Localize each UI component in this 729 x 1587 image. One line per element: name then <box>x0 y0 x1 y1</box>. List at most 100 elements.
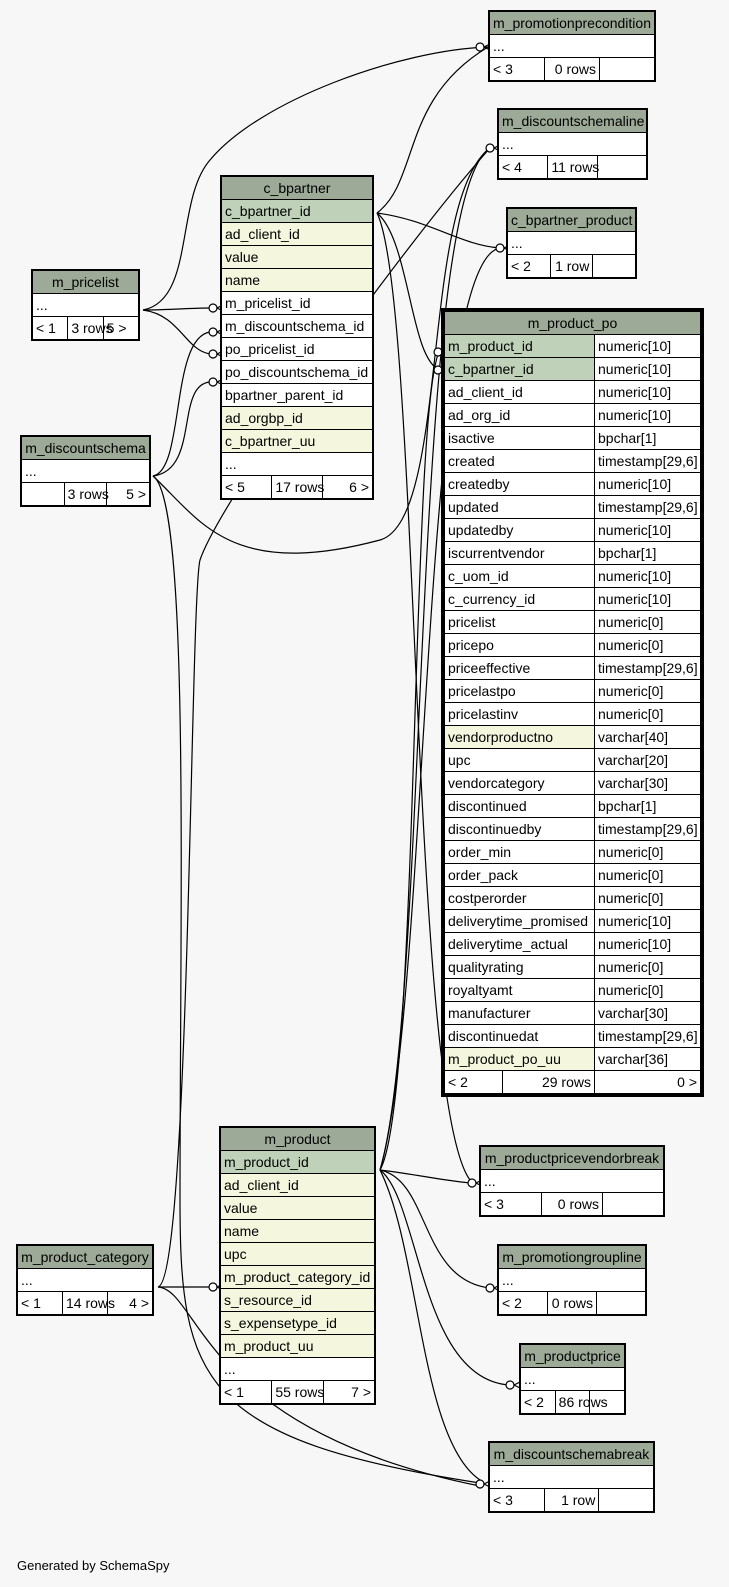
table-title[interactable]: c_bpartner_product <box>507 208 636 232</box>
edge-prod-productpo <box>379 349 441 1171</box>
stat-parents: < 2 <box>520 1390 556 1414</box>
stat-rows: 14 rows <box>62 1291 115 1315</box>
column-type: numeric[10] <box>594 932 701 956</box>
table-m_productprice[interactable]: m_productprice ... < 2 86 rows <box>519 1343 626 1415</box>
column-cell: c_bpartner_id <box>221 199 373 223</box>
table-m_product_category[interactable]: m_product_category ... < 1 14 rows 4 > <box>16 1244 154 1316</box>
column-type: numeric[0] <box>594 633 701 657</box>
column-cell: s_expensetype_id <box>220 1311 375 1335</box>
column-cell: ... <box>489 34 655 58</box>
table-title[interactable]: m_pricelist <box>32 270 139 294</box>
column-type: timestamp[29,6] <box>594 656 701 680</box>
column-type: numeric[10] <box>594 587 701 611</box>
edge-bp-vendorbreak <box>376 212 471 1181</box>
table-m_productpricevendorbreak[interactable]: m_productpricevendorbreak ... < 3 0 rows <box>479 1145 665 1217</box>
column-type: numeric[0] <box>594 863 701 887</box>
stat-parents: < 5 <box>220 475 273 499</box>
edge-prod-dsline <box>379 147 491 1171</box>
table-title[interactable]: m_product_po <box>444 311 701 335</box>
stat-rows: 29 rows <box>502 1070 595 1094</box>
table-title[interactable]: m_promotiongroupline <box>498 1245 646 1269</box>
column-type: varchar[40] <box>594 725 701 749</box>
stat-children <box>596 155 648 179</box>
stat-rows: 11 rows <box>547 155 599 179</box>
column-name: order_min <box>444 840 595 864</box>
generated-by-footer: Generated by SchemaSpy <box>17 1558 170 1573</box>
edge-pricelist-promoprecond <box>142 46 489 311</box>
column-cell: ... <box>17 1268 153 1292</box>
column-cell: name <box>220 1219 375 1243</box>
stat-parents: < 3 <box>489 57 545 81</box>
column-type: timestamp[29,6] <box>594 1024 701 1048</box>
column-name: pricelist <box>444 610 595 634</box>
column-cell: m_product_id <box>220 1150 375 1174</box>
table-m_discountschemabreak[interactable]: m_discountschemabreak ... < 3 1 row <box>488 1441 655 1513</box>
table-m_discountschema[interactable]: m_discountschema ... 3 rows 5 > <box>20 435 151 507</box>
table-title[interactable]: c_bpartner <box>221 176 373 200</box>
stat-parents: < 3 <box>480 1192 542 1216</box>
column-type: timestamp[29,6] <box>594 817 701 841</box>
stat-parents: < 1 <box>31 316 69 340</box>
stat-children <box>596 1291 646 1315</box>
column-cell: ... <box>498 1268 646 1292</box>
column-name: createdby <box>444 472 595 496</box>
edge-prod-productprice <box>379 1169 511 1386</box>
table-m_discountschemaline[interactable]: m_discountschemaline ... < 4 11 rows <box>497 108 648 180</box>
column-name: manufacturer <box>444 1001 595 1025</box>
column-type: numeric[10] <box>594 909 701 933</box>
stat-parents: < 3 <box>489 1488 545 1512</box>
table-m_product[interactable]: m_product m_product_id ad_client_id valu… <box>219 1126 376 1405</box>
table-title[interactable]: m_productprice <box>520 1344 625 1368</box>
table-title[interactable]: m_discountschemaline <box>498 109 647 133</box>
column-cell: ... <box>21 459 150 483</box>
table-title[interactable]: m_promotionprecondition <box>489 11 655 35</box>
stat-children <box>598 1488 654 1512</box>
table-title[interactable]: m_productpricevendorbreak <box>480 1146 664 1170</box>
column-name: updatedby <box>444 518 595 542</box>
table-c_bpartner[interactable]: c_bpartner c_bpartner_id ad_client_id va… <box>220 175 374 500</box>
stat-children <box>589 1390 625 1414</box>
edge-prod-bpproduct <box>379 247 501 1171</box>
column-cell: bpartner_parent_id <box>221 383 373 407</box>
stat-children: 6 > <box>321 475 374 499</box>
column-name: discontinuedat <box>444 1024 595 1048</box>
column-type: varchar[20] <box>594 748 701 772</box>
table-title[interactable]: m_discountschema <box>21 436 150 460</box>
stat-parents: < 4 <box>497 155 549 179</box>
column-type: timestamp[29,6] <box>594 495 701 519</box>
column-name: updated <box>444 495 595 519</box>
column-cell: ad_client_id <box>221 222 373 246</box>
column-type: numeric[10] <box>594 380 701 404</box>
column-cell: ... <box>507 231 636 255</box>
column-name: royaltyamt <box>444 978 595 1002</box>
column-name: c_uom_id <box>444 564 595 588</box>
table-title[interactable]: m_discountschemabreak <box>489 1442 654 1466</box>
table-m_promotiongroupline[interactable]: m_promotiongroupline ... < 2 0 rows <box>497 1244 647 1316</box>
table-c_bpartner_product[interactable]: c_bpartner_product ... < 2 1 row <box>506 207 637 279</box>
column-cell: ... <box>520 1367 625 1391</box>
column-name: m_product_po_uu <box>444 1047 595 1071</box>
table-title[interactable]: m_product <box>220 1127 375 1151</box>
column-type: bpchar[1] <box>594 426 701 450</box>
edge-ds-bp-discountschema <box>152 331 211 477</box>
stat-parents: < 2 <box>444 1070 503 1094</box>
edge-bp-bpproduct <box>376 212 501 249</box>
edge-ds-bp-podiscountschema <box>152 381 211 477</box>
column-type: varchar[36] <box>594 1047 701 1071</box>
column-type: bpchar[1] <box>594 794 701 818</box>
table-m_promotionprecondition[interactable]: m_promotionprecondition ... < 3 0 rows <box>488 10 656 82</box>
column-cell: name <box>221 268 373 292</box>
table-m_pricelist[interactable]: m_pricelist ... < 1 3 rows 5 > <box>31 269 140 341</box>
column-cell: ... <box>32 293 139 317</box>
column-cell: po_discountschema_id <box>221 360 373 384</box>
column-name: ad_client_id <box>444 380 595 404</box>
stat-rows: 3 rows <box>63 482 109 506</box>
table-title[interactable]: m_product_category <box>17 1245 153 1269</box>
edge-ds-dsbreak <box>152 475 481 1484</box>
stat-rows: 55 rows <box>271 1380 324 1404</box>
edge-pricelist-bp-popricelist <box>142 309 211 355</box>
stat-rows: 1 row <box>543 1488 600 1512</box>
column-type: numeric[0] <box>594 886 701 910</box>
column-cell: ad_orgbp_id <box>221 406 373 430</box>
